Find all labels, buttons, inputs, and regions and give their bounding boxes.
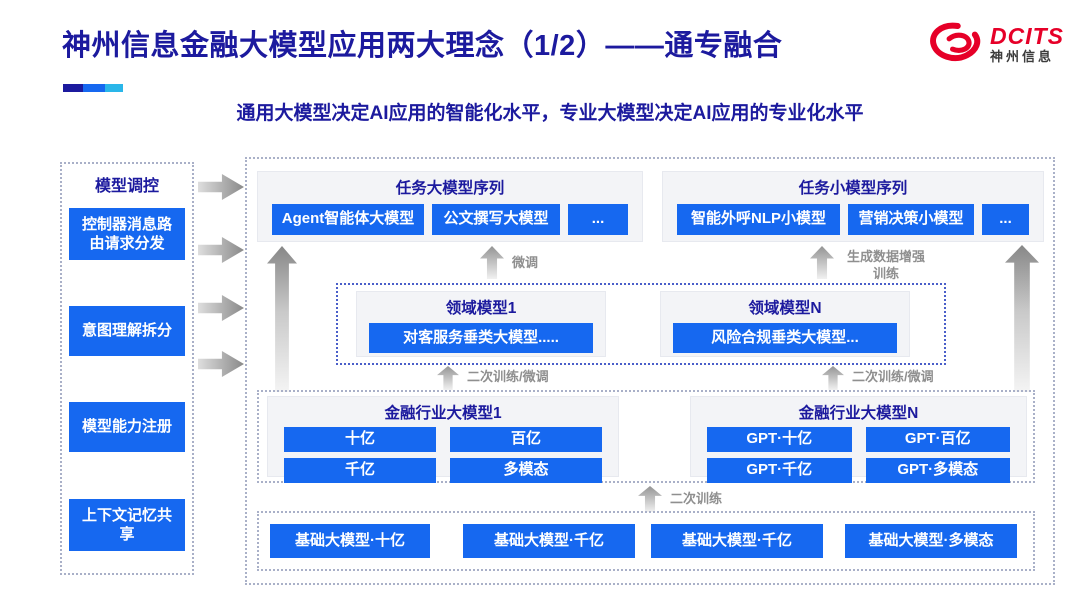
data-augment-label: 生成数据增强训练 <box>846 249 925 281</box>
task-large-group-title: 任务大模型序列 <box>395 180 505 197</box>
sidebar-item-capability-register: 模型能力注册 <box>69 402 185 452</box>
node-base-model-100b-a: 基础大模型·千亿 <box>463 524 635 558</box>
sidebar-model-control: 模型调控 控制器消息路由请求分发 意图理解拆分 模型能力注册 上下文记忆共享 <box>60 162 194 575</box>
node-document-writing-model: 公文撰写大模型 <box>432 204 560 235</box>
industry-model-n-group: 金融行业大模型N GPT·十亿 GPT·百亿 GPT·千亿 GPT·多模态 <box>690 396 1027 483</box>
dcits-logo: DCITS 神州信息 <box>928 20 1064 68</box>
finetune-label: 微调 <box>512 255 539 270</box>
sidebar-title: 模型调控 <box>94 178 159 195</box>
accent-segment-navy <box>63 84 83 92</box>
domain-model-1-title: 领域模型1 <box>445 300 517 317</box>
node-task-small-ellipsis: ... <box>982 204 1029 235</box>
accent-segment-cyan <box>105 84 123 92</box>
page-title: 神州信息金融大模型应用两大理念（1/2）——通专融合 <box>62 30 783 62</box>
node-100b-params: 千亿 <box>284 458 436 483</box>
retrain-finetune-left-label: 二次训练/微调 <box>467 369 549 384</box>
industry-model-1-title: 金融行业大模型1 <box>384 405 502 422</box>
title-accent-bar <box>63 84 123 92</box>
base-models-frame <box>257 511 1035 571</box>
node-task-large-ellipsis: ... <box>568 204 628 235</box>
node-marketing-decision-model: 营销决策小模型 <box>848 204 974 235</box>
domain-model-1-group: 领域模型1 对客服务垂类大模型..... <box>356 291 606 357</box>
node-10b-params: 百亿 <box>450 427 602 452</box>
industry-model-1-group: 金融行业大模型1 十亿 百亿 千亿 多模态 <box>267 396 619 483</box>
dcits-logo-icon <box>930 22 981 61</box>
task-small-group-title: 任务小模型序列 <box>798 180 908 197</box>
right-arrow-icon <box>198 174 244 200</box>
node-gpt-multimodal: GPT·多模态 <box>865 458 1010 483</box>
node-gpt-100b: GPT·千亿 <box>707 458 852 483</box>
task-small-button-row: 智能外呼NLP小模型 营销决策小模型 ... <box>663 198 1043 235</box>
domain-model-n-group: 领域模型N 风险合规垂类大模型... <box>660 291 910 357</box>
main-diagram-frame <box>245 157 1055 585</box>
sidebar-item-intent-split: 意图理解拆分 <box>69 306 185 356</box>
node-risk-compliance-vertical-model: 风险合规垂类大模型... <box>673 323 897 353</box>
retrain-finetune-right-label: 二次训练/微调 <box>852 369 934 384</box>
industry-models-frame <box>257 390 1035 483</box>
task-small-model-group: 任务小模型序列 智能外呼NLP小模型 营销决策小模型 ... <box>662 171 1044 242</box>
sidebar-item-controller-routing: 控制器消息路由请求分发 <box>69 208 185 260</box>
industry-model-n-title: 金融行业大模型N <box>798 405 919 422</box>
node-base-model-1b: 基础大模型·十亿 <box>270 524 430 558</box>
node-base-model-100b-b: 基础大模型·千亿 <box>651 524 823 558</box>
right-arrow-icon <box>198 295 244 321</box>
logo-brand: DCITS <box>990 23 1064 50</box>
logo-brand-cn: 神州信息 <box>990 48 1055 64</box>
task-large-model-group: 任务大模型序列 Agent智能体大模型 公文撰写大模型 ... <box>257 171 643 242</box>
sidebar-item-context-memory: 上下文记忆共享 <box>69 499 185 551</box>
industry-model-1-grid: 十亿 百亿 千亿 多模态 <box>268 423 618 483</box>
accent-segment-blue <box>83 84 105 92</box>
node-multimodal: 多模态 <box>450 458 602 483</box>
node-nlp-outbound-model: 智能外呼NLP小模型 <box>677 204 840 235</box>
node-base-model-multimodal: 基础大模型·多模态 <box>845 524 1017 558</box>
node-gpt-10b: GPT·百亿 <box>865 427 1010 452</box>
domain-models-frame <box>336 283 946 365</box>
industry-model-n-grid: GPT·十亿 GPT·百亿 GPT·千亿 GPT·多模态 <box>691 423 1026 483</box>
right-arrow-icon <box>198 351 244 377</box>
retrain-label: 二次训练 <box>670 491 723 506</box>
right-arrow-icon <box>198 237 244 263</box>
node-gpt-1b: GPT·十亿 <box>707 427 852 452</box>
logo-text: DCITS 神州信息 <box>990 23 1064 64</box>
node-customer-service-vertical-model: 对客服务垂类大模型..... <box>369 323 593 353</box>
node-agent-large-model: Agent智能体大模型 <box>272 204 424 235</box>
domain-model-n-title: 领域模型N <box>748 300 822 317</box>
node-1b-params: 十亿 <box>284 427 436 452</box>
slide-subtitle: 通用大模型决定AI应用的智能化水平，专业大模型决定AI应用的专业化水平 <box>236 103 864 124</box>
task-large-button-row: Agent智能体大模型 公文撰写大模型 ... <box>258 198 642 235</box>
